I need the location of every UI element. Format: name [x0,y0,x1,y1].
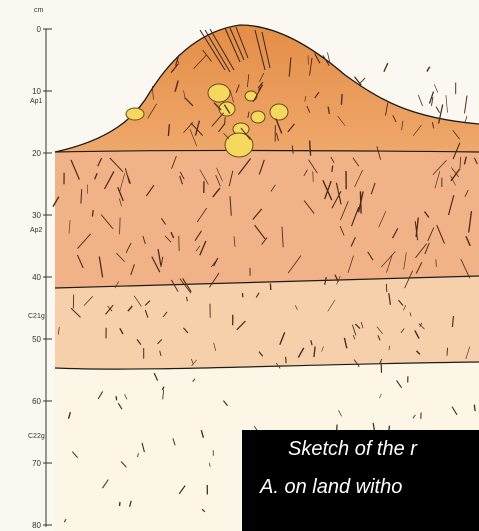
horizon-label-ap2: Ap2 [30,227,43,234]
horizon-label-c21g: C21g [28,313,45,320]
nodule [225,133,253,157]
horizon-ap2-band [55,151,479,289]
caption-box: Sketch of the r A. on land witho [242,430,479,531]
nodule [245,91,257,101]
depth-tick-label: 20 [32,149,41,158]
depth-tick-label: 60 [32,397,41,406]
nodule [251,111,265,123]
depth-tick-label: 40 [32,273,41,282]
depth-tick-label: 10 [32,87,41,96]
depth-unit-label: cm [34,7,44,14]
depth-tick-label: 70 [32,459,41,468]
root-trace [341,94,342,105]
root-trace [360,191,361,213]
root-trace [92,210,93,217]
root-trace [120,502,121,506]
root-trace [447,348,448,356]
root-trace [225,117,226,125]
depth-tick-label: 80 [32,521,41,530]
nodule [126,108,144,120]
depth-tick-label: 30 [32,211,41,220]
root-trace [116,396,117,400]
root-trace [474,405,475,411]
root-trace [286,357,287,363]
horizon-c21g-band [55,276,479,369]
nodule [270,104,288,120]
caption-line-2: A. on land witho [260,476,402,499]
root-trace [242,293,243,297]
horizon-label-ap1: Ap1 [30,98,43,105]
caption-line-1: Sketch of the r [288,438,417,461]
root-trace [332,166,333,172]
depth-tick-label: 50 [32,335,41,344]
nodule [208,84,230,102]
root-trace [120,218,121,235]
depth-tick-label: 0 [37,25,42,34]
horizon-label-c22g: C22g [28,433,45,440]
